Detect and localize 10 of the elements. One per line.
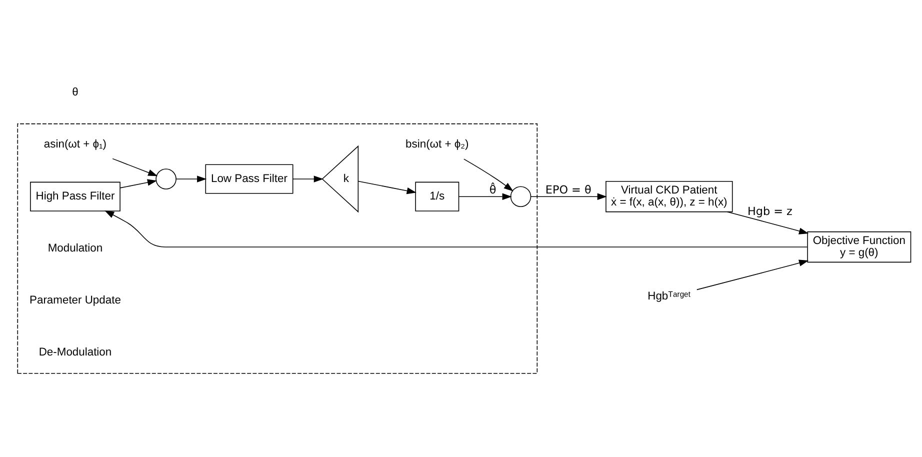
node-text: asin(ωt + ϕ₁) (44, 138, 107, 150)
edge-label: θ̂ (489, 183, 496, 196)
label: Modulation (48, 242, 103, 254)
edge-label: EPO = θ (545, 183, 592, 196)
node-text: bsin(ωt + ϕ₂) (406, 138, 469, 150)
edge-label: Hgb = z (747, 204, 792, 218)
label: Parameter Update (30, 294, 121, 306)
label: θ (72, 86, 78, 98)
node-text: Hgbᵀᵃʳᵍᵉᵗ (648, 290, 691, 302)
label: De-Modulation (38, 346, 112, 358)
